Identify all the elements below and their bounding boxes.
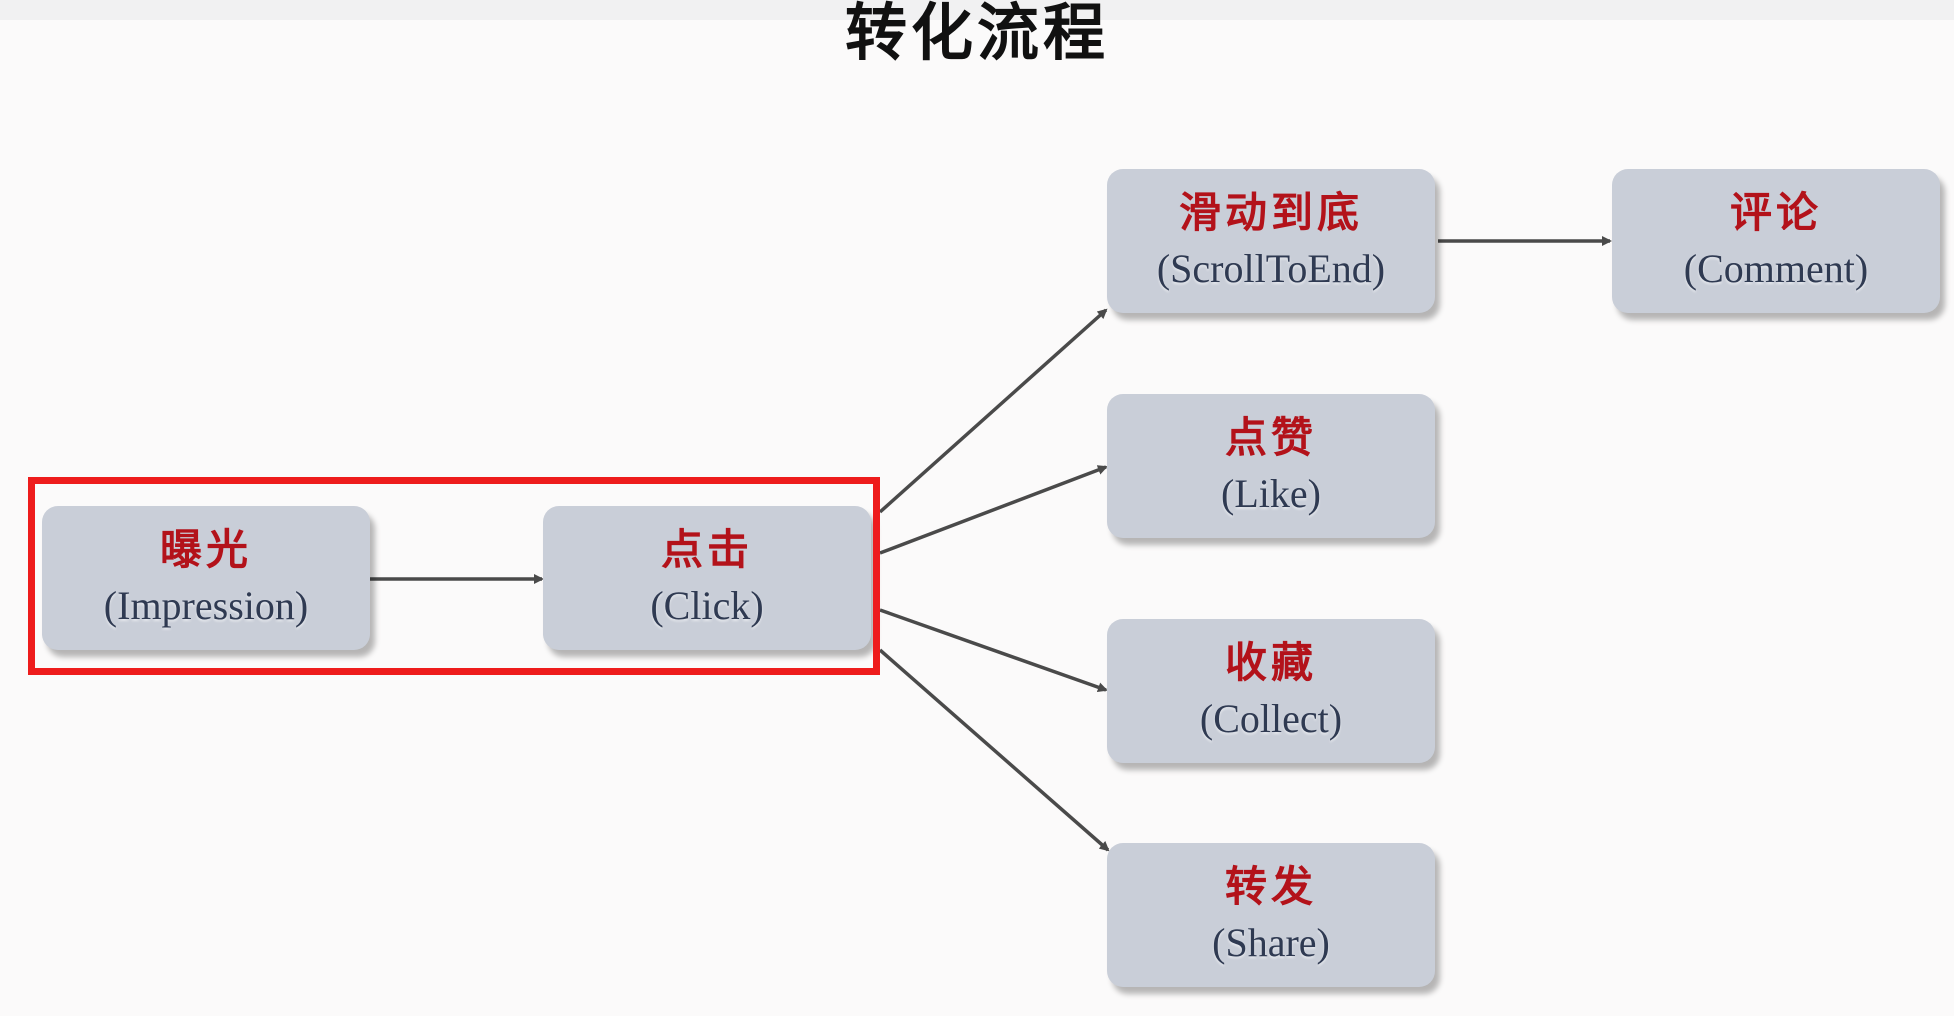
node-comment: 评论 (Comment) xyxy=(1612,169,1940,313)
node-share: 转发 (Share) xyxy=(1107,843,1435,987)
node-share-cn-label: 转发 xyxy=(1224,862,1317,911)
arrow-click-to-like xyxy=(879,465,1108,555)
node-collect-cn-label: 收藏 xyxy=(1224,638,1317,687)
highlight-box xyxy=(28,477,880,675)
node-share-en-label: (Share) xyxy=(1212,920,1330,965)
node-click-en-label: (Click) xyxy=(650,583,764,628)
arrow-click-to-scroll xyxy=(878,308,1108,514)
arrow-click-to-share xyxy=(878,648,1110,852)
node-comment-cn-label: 评论 xyxy=(1729,188,1822,237)
page-title: 转化流程 xyxy=(844,0,1109,69)
node-impression-cn-label: 曝光 xyxy=(159,525,252,574)
node-scroll-to-end-cn-label: 滑动到底 xyxy=(1178,188,1363,237)
node-comment-en-label: (Comment) xyxy=(1683,246,1869,291)
node-click: 点击 (Click) xyxy=(543,506,871,650)
node-collect-en-label: (Collect) xyxy=(1199,696,1343,741)
node-impression: 曝光 (Impression) xyxy=(42,506,370,650)
node-click-cn-label: 点击 xyxy=(660,525,753,574)
node-like-cn-label: 点赞 xyxy=(1224,413,1317,462)
arrow-click-to-collect xyxy=(879,608,1108,693)
top-strip xyxy=(0,0,1954,20)
node-impression-en-label: (Impression) xyxy=(103,583,309,628)
node-like-en-label: (Like) xyxy=(1221,471,1321,516)
node-scroll-to-end-en-label: (ScrollToEnd) xyxy=(1156,246,1386,291)
node-scroll-to-end: 滑动到底 (ScrollToEnd) xyxy=(1107,169,1435,313)
node-like: 点赞 (Like) xyxy=(1107,394,1435,538)
node-collect: 收藏 (Collect) xyxy=(1107,619,1435,763)
